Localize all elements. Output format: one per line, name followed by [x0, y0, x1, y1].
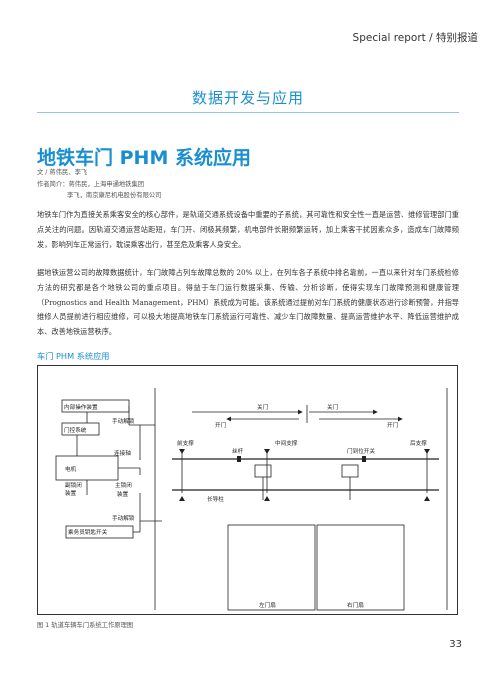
label-open-left: 开门 [215, 421, 227, 429]
label-aux-lock-1: 副锁闭 [65, 481, 82, 489]
label-left-leaf: 左门扇 [259, 601, 276, 609]
label-open-right: 开门 [387, 421, 399, 429]
label-close-right: 关门 [327, 403, 339, 411]
label-screw: 丝杆 [232, 447, 244, 455]
section-divider [37, 112, 459, 113]
subsection-heading: 车门 PHM 系统应用 [37, 351, 110, 361]
label-aux-lock-2: 装置 [65, 489, 77, 497]
label-manual-unlock-top: 手动解锁 [112, 417, 135, 425]
label-middle-support: 中间支撑 [275, 439, 298, 447]
label-crew-key: 乘务员钥匙开关 [68, 528, 108, 536]
label-door-control: 门控系统 [64, 426, 87, 434]
author-intro: 作者简介：蒋伟民，上海申通地铁集团 [37, 181, 145, 188]
paragraph-1: 地铁车门作为直接关系乘客安全的核心部件，是轨道交通系统设备中重要的子系统，其可靠… [37, 210, 459, 249]
label-limit-switch: 门到位开关 [347, 447, 375, 455]
left-door-leaf [227, 524, 316, 611]
figure-frame [37, 365, 458, 615]
article-title: 地铁车门 PHM 系统应用 [37, 147, 251, 169]
label-rear-support: 后支撑 [410, 439, 427, 447]
right-door-leaf [316, 524, 405, 611]
label-connecting-shaft: 连接轴 [114, 449, 131, 457]
label-motor: 电机 [65, 465, 77, 473]
label-manual-unlock-bottom: 手动解锁 [112, 514, 135, 522]
byline: 文 / 蒋伟民、李飞 [37, 169, 88, 176]
label-front-support: 前支撑 [177, 439, 194, 447]
section-title: 数据开发与应用 [191, 89, 304, 107]
label-guide-rail: 长导柱 [207, 495, 224, 503]
label-right-leaf: 右门扇 [347, 601, 364, 609]
door-control-box [61, 422, 100, 436]
author-intro-second: 李飞，南京康尼机电股份有限公司 [67, 192, 162, 199]
running-header: Special report / 特别报道 [352, 32, 478, 44]
figure-caption: 图 1 轨道车辆车门系统工作原理图 [37, 622, 134, 629]
label-internal-device: 内部操作装置 [64, 403, 98, 411]
label-main-lock-2: 装置 [117, 490, 129, 498]
page-number: 33 [449, 639, 462, 650]
label-close-left: 关门 [257, 403, 269, 411]
door-system-diagram: 内部操作装置 门控系统 手动解锁 连接轴 电机 副锁闭 装置 主锁闭 装置 手动… [55, 388, 448, 611]
paragraph-2: 据地铁运营公司的故障数据统计，车门故障占列车故障总数的 20% 以上，在列车各子… [37, 268, 459, 337]
label-main-lock-1: 主锁闭 [115, 481, 132, 489]
